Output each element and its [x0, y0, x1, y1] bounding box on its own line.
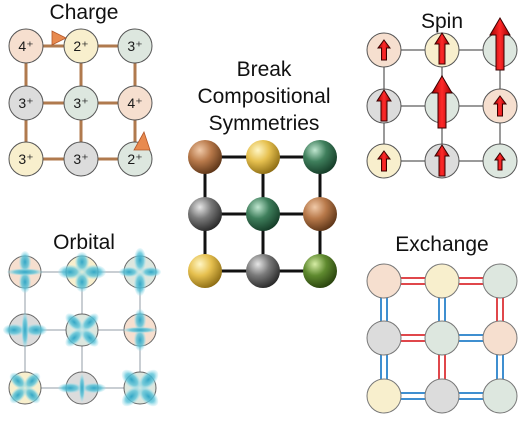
charge-sites [8, 28, 153, 177]
center-atoms [188, 140, 337, 288]
charge-label-5: 4⁺ [127, 95, 142, 111]
orbital-lobe-icon [121, 369, 159, 407]
charge-label-6: 3⁺ [18, 151, 33, 167]
exchange-panel: Exchange [366, 233, 518, 414]
spin-panel: Spin [366, 10, 518, 179]
atom-gold [188, 254, 222, 288]
atom-copper [303, 197, 337, 231]
charge-label-8: 2⁺ [127, 151, 142, 167]
charge-label-4: 3⁺ [73, 95, 88, 111]
spin-up-arrow-icon [434, 32, 450, 65]
spin-up-arrow-icon [377, 39, 391, 61]
spin-arrows [376, 17, 511, 177]
atom-olive [303, 254, 337, 288]
atom-copper [188, 140, 222, 174]
atom-green [303, 140, 337, 174]
orbital-lobe-icon [3, 312, 47, 348]
orbital-lobe-icon [58, 374, 106, 402]
orbital-lobe-icon [7, 251, 43, 293]
exchange-title: Exchange [395, 233, 488, 256]
orbital-lobes [3, 248, 161, 407]
spin-up-arrow-icon [431, 75, 453, 129]
spin-up-arrow-icon [493, 95, 507, 117]
center-title-line-3: Symmetries [209, 112, 320, 135]
spin-up-arrow-icon [434, 144, 450, 177]
atom-green [246, 197, 280, 231]
charge-labels: 4⁺ 2⁺ 3⁺ 3⁺ 3⁺ 4⁺ 3⁺ 3⁺ 2⁺ [18, 38, 142, 167]
orbital-lobe-icon [123, 309, 157, 351]
orbital-lobe-icon [9, 372, 41, 404]
exchange-sites [366, 263, 518, 414]
spin-up-arrow-icon [494, 152, 506, 171]
atom-gray [188, 197, 222, 231]
charge-label-0: 4⁺ [18, 38, 33, 54]
charge-panel: Charge 4⁺ 2⁺ 3⁺ 3⁺ [8, 1, 153, 177]
charge-transfer-markers [51, 30, 151, 151]
atom-gold [246, 140, 280, 174]
center-title-line-2: Compositional [197, 85, 330, 108]
charge-label-1: 2⁺ [73, 38, 88, 54]
orbital-panel: Orbital [3, 231, 161, 407]
spin-title: Spin [421, 10, 463, 33]
charge-title: Charge [50, 1, 119, 24]
charge-label-7: 3⁺ [73, 151, 88, 167]
center-panel: Break Compositional Symmetries [188, 58, 337, 288]
orbital-lobe-icon [65, 313, 99, 347]
spin-up-arrow-icon [377, 150, 391, 172]
atom-gray [246, 254, 280, 288]
orbital-title: Orbital [53, 231, 115, 254]
orbital-lobe-icon [58, 252, 106, 292]
charge-label-3: 3⁺ [18, 95, 33, 111]
orbital-lobe-icon [119, 248, 161, 296]
center-title-line-1: Break [237, 58, 292, 81]
spin-up-arrow-icon [489, 17, 511, 71]
spin-up-arrow-icon [376, 89, 392, 122]
charge-label-2: 3⁺ [127, 38, 142, 54]
